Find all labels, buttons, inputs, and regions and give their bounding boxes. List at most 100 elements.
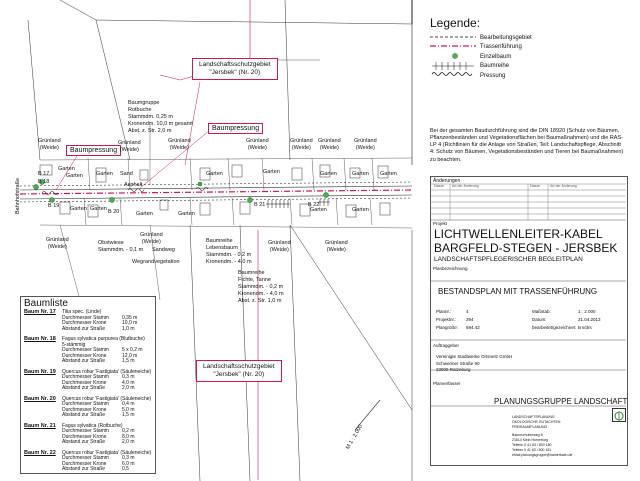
- label-line: (Weide): [291, 144, 311, 151]
- baum-attr-label: Abstand zur Straße: [62, 358, 106, 364]
- baum-species: Fagus sylvatica purpurea (Blutbuche): [62, 336, 145, 342]
- garden-label: Garten: [90, 206, 107, 212]
- label-line: Grünland: [168, 138, 191, 144]
- meta-value: 21.04.2013: [578, 317, 601, 322]
- asphalt-label: Asphalt: [124, 182, 143, 188]
- parcel-line: [284, 0, 291, 161]
- client-address: Vereinigte Stadtwerke Ortsnetz GmbH Schw…: [436, 354, 512, 374]
- title-block-lines: [430, 183, 626, 407]
- parcel-line: [239, 224, 251, 481]
- label-line: (Weide): [141, 238, 161, 245]
- parcel-line: [59, 224, 81, 301]
- address-line: 21614 Klein Horneburg: [512, 438, 548, 443]
- meta-value: 1 : 2.000: [578, 309, 596, 314]
- label-line: Grünland: [268, 240, 291, 246]
- parcel-line: [289, 224, 413, 411]
- legend-item-baumreihe: Baumreihe: [480, 63, 510, 69]
- title-block: [430, 176, 628, 466]
- baum-attr-value: 4,0 m: [122, 379, 135, 386]
- garden-label: Garten: [310, 207, 327, 213]
- label-line: (Weide): [269, 246, 289, 253]
- baum-attr-value: 0,3 m: [122, 455, 135, 461]
- garden-label: Garten: [58, 166, 75, 172]
- address-line: Baumschulenweg 8: [512, 433, 543, 437]
- project-title: LICHTWELLENLEITER-KABEL: [434, 227, 603, 241]
- baum-attr-label: Durchmesser Stamm: [62, 347, 109, 353]
- pressung-label-1: Baumpressung: [66, 145, 122, 156]
- garden-label: Garten: [96, 171, 113, 177]
- parcel-line: [95, 19, 413, 25]
- label-line: Grünland: [38, 138, 61, 144]
- parcel-line: [95, 19, 131, 161]
- lsg-line: Landschaftsschutzgebiet: [203, 363, 275, 370]
- meta-label: Plangröße:: [436, 325, 459, 330]
- sand-label: Sand: [120, 171, 133, 177]
- baum-attr-value: 12,0 m: [122, 352, 138, 359]
- baumreihe-label-2: Baumreihe Fichte, Tanne Stammdm. - 0,2 m…: [238, 270, 284, 304]
- label-line: Obstwiese: [98, 240, 124, 246]
- parcel-line: [27, 19, 41, 161]
- baum-attr-value: 5,0 m: [122, 406, 135, 413]
- tree-number: B 19: [48, 203, 60, 209]
- garden-boundaries: [39, 157, 413, 229]
- label-line: Grünland: [354, 138, 377, 144]
- tree-number: B 17: [38, 171, 50, 177]
- baumliste-title: Baumliste: [24, 298, 68, 309]
- planner-label: Planverfasser: [433, 381, 461, 386]
- pressing-leader: [55, 150, 81, 191]
- plan-label: Planbezeichnung: [433, 266, 468, 271]
- label-line: Abst. z. Str. 2,0 m: [128, 127, 172, 134]
- baum-attr-value: 0,5: [122, 466, 129, 472]
- baum-attr-label: Abstand zur Straße: [62, 385, 106, 391]
- lsg-line: "Jersbek" (Nr. 20): [213, 371, 265, 379]
- wegrand-label: Wegrandvegetation: [132, 259, 180, 265]
- baum-attr-value: 0,2 m: [122, 428, 135, 434]
- landuse-label: Grünland(Weide): [290, 138, 313, 151]
- meta-label: Maßstab:: [532, 309, 551, 314]
- baum-attr-value: 10,0 m: [122, 320, 138, 326]
- lsg-line: Landschaftsschutzgebiet: [199, 61, 271, 68]
- garden-label: Garten: [352, 171, 369, 177]
- tree-number: B 20: [108, 209, 120, 215]
- parcel-line: [59, 0, 97, 21]
- legend-symbols: [430, 36, 476, 76]
- label-line: Lebensbaum: [206, 244, 238, 251]
- baum-attr-label: Abstand zur Straße: [62, 439, 106, 445]
- landuse-label: Grünland(Weide): [140, 232, 163, 245]
- landuse-label: Grünland(Weide): [268, 240, 291, 253]
- baum-attr-value: 2,0 m: [122, 439, 135, 445]
- sandweg-label: Sandweg: [152, 247, 175, 253]
- plan-title: BESTANDSPLAN MIT TRASSENFÜHRUNG: [438, 287, 598, 296]
- label-line: Abst. z. Str. 1,0 m: [238, 297, 282, 304]
- legend-title: Legende:: [430, 16, 481, 30]
- meta-value: 594.42: [466, 325, 480, 330]
- single-trees: [33, 179, 329, 203]
- changes-col: Art der Änderung: [550, 184, 577, 188]
- baum-attr-value: 6,0 m: [122, 460, 135, 467]
- label-line: Grünland: [118, 140, 141, 146]
- house-outlines: [39, 164, 391, 218]
- changes-col: Datum: [434, 184, 445, 188]
- label-line: Kronendm. 10,0 m gesamt: [128, 120, 193, 127]
- landuse-label: Grünland(Weide): [168, 138, 191, 151]
- label-line: Stammdm. 0,25 m: [128, 113, 173, 120]
- meta-label: Datum:: [532, 317, 547, 322]
- garden-label: Garten: [352, 207, 369, 213]
- address-line: Telefax 0 41 63 / 800 181: [512, 448, 552, 453]
- label-line: Grünland: [46, 237, 69, 243]
- baum-attr-label: Durchmesser Krone: [62, 352, 107, 359]
- landuse-label: Grünland(Weide): [354, 138, 377, 151]
- baum-attr-label: Durchmesser Krone: [62, 460, 107, 467]
- tree-number: B 21: [254, 202, 266, 208]
- planner-name: PLANUNGSGRUPPE LANDSCHAFT: [494, 397, 628, 406]
- baum-entry-id: Baum Nr. 21: [24, 422, 56, 429]
- garden-label: Garten: [263, 169, 280, 175]
- garden-label: Garten: [136, 211, 153, 217]
- pressing-marks: [41, 187, 209, 195]
- legend-item-bearbeitungsgebiet: Bearbeitungsgebiet: [480, 35, 532, 41]
- label-line: (Weide): [169, 144, 189, 151]
- baum-attr-label: Abstand zur Straße: [62, 412, 106, 418]
- legend-item-pressung: Pressung: [480, 73, 506, 79]
- label-line: Baumgruppe: [128, 100, 160, 106]
- baum-attr-label: Abstand zur Straße: [62, 325, 106, 332]
